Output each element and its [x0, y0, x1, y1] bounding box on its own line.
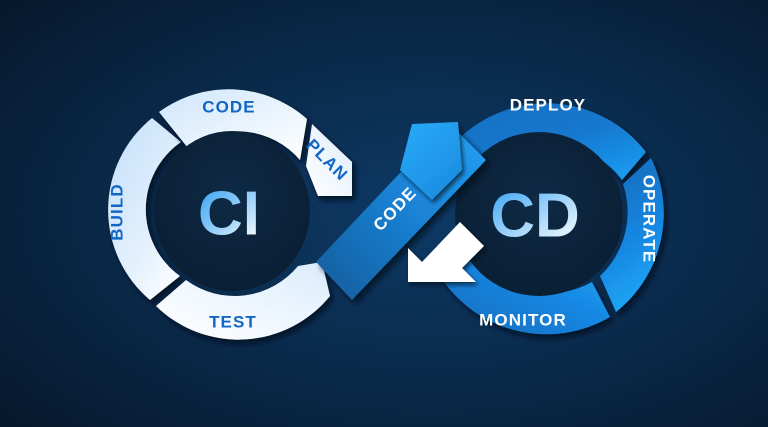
ci-segment-build[interactable]: BUILD: [108, 118, 182, 300]
feedback-arrow-icon: [408, 222, 484, 282]
ci-core-disc: [154, 131, 310, 291]
ci-segment-code-label: CODE: [202, 98, 256, 117]
ci-segment-build-label: BUILD: [108, 183, 127, 240]
cd-segment-deploy-label: DEPLOY: [510, 96, 587, 115]
cd-core-label: CD: [490, 182, 580, 251]
cd-segment-monitor-label: MONITOR: [479, 311, 567, 330]
cd-loop: DEPLOY OPERATE MONITOR CD: [440, 96, 664, 335]
cd-core-disc: [455, 132, 623, 296]
ci-segment-test-label: TEST: [209, 313, 257, 332]
center-code-band[interactable]: CODE: [316, 122, 486, 300]
ci-segment-plan[interactable]: PLAN: [302, 124, 352, 196]
ci-segment-test[interactable]: TEST: [156, 262, 330, 340]
cd-segment-operate-label: OPERATE: [640, 175, 659, 264]
ci-core-label: CI: [198, 180, 260, 249]
center-band-tip: [400, 122, 462, 200]
ci-loop: BUILD CODE PLAN TEST CI: [108, 89, 352, 340]
cd-segment-operate[interactable]: OPERATE: [600, 158, 664, 312]
